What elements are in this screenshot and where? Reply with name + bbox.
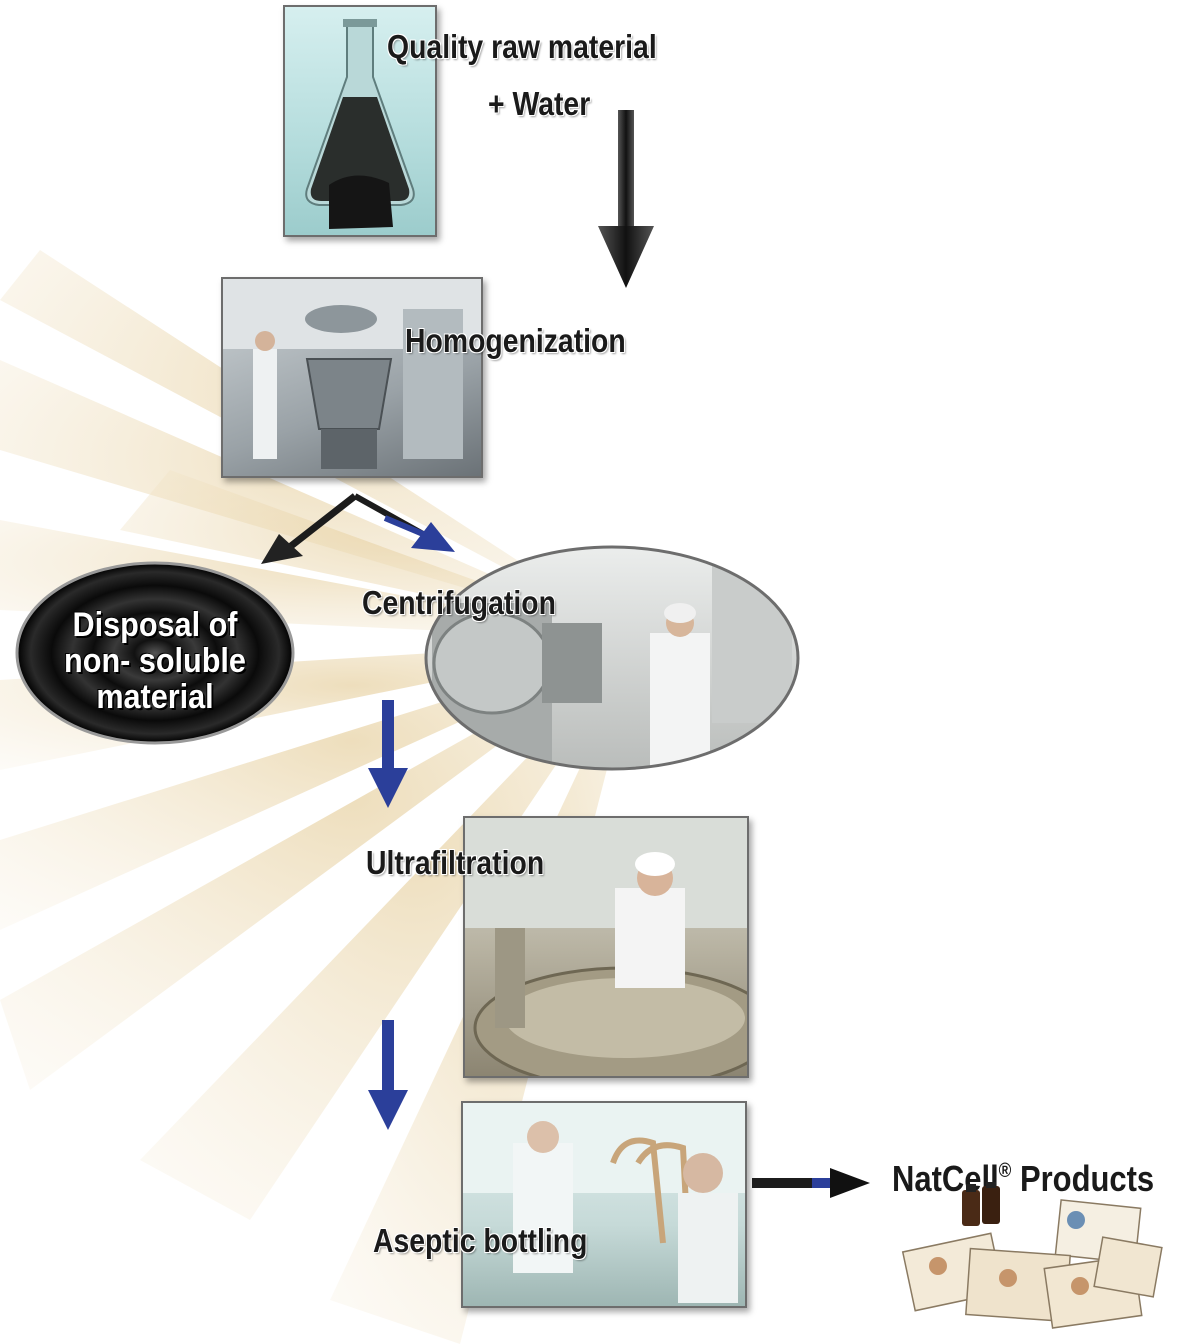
aseptic-bottling-photo	[461, 1101, 747, 1308]
raw-material-photo	[283, 5, 437, 237]
disposal-label-line2: non- soluble	[64, 642, 246, 680]
homogenization-photo	[221, 277, 483, 478]
raw-material-label-line1: Quality raw material	[387, 28, 657, 65]
down-arrow-icon	[598, 110, 654, 288]
aseptic-bottling-label: Aseptic bottling	[373, 1222, 588, 1259]
homogenization-label: Homogenization	[405, 322, 626, 359]
centrifugation-label: Centrifugation	[362, 584, 556, 621]
raw-material-label-line2: + Water	[488, 85, 591, 122]
disposal-label-line3: material	[96, 678, 214, 716]
disposal-ellipse	[15, 561, 295, 745]
natcell-products-label: NatCell® Products	[892, 1158, 1154, 1200]
products-suffix: Products	[1011, 1158, 1155, 1199]
disposal-label: Disposal of non- soluble material	[12, 607, 298, 715]
disposal-label-line1: Disposal of	[72, 606, 238, 644]
split-arrows-icon	[261, 493, 455, 564]
natcell-products-image	[901, 1182, 1163, 1329]
registered-mark: ®	[998, 1160, 1012, 1182]
centrifugation-photo	[424, 545, 800, 771]
ultrafiltration-label: Ultrafiltration	[366, 844, 545, 881]
right-arrow-icon	[752, 1168, 870, 1198]
down-arrow-blue-icon	[368, 1020, 408, 1130]
ultrafiltration-photo	[463, 816, 749, 1078]
down-arrow-blue-icon	[368, 700, 408, 808]
natcell-brand: NatCell	[892, 1158, 999, 1199]
